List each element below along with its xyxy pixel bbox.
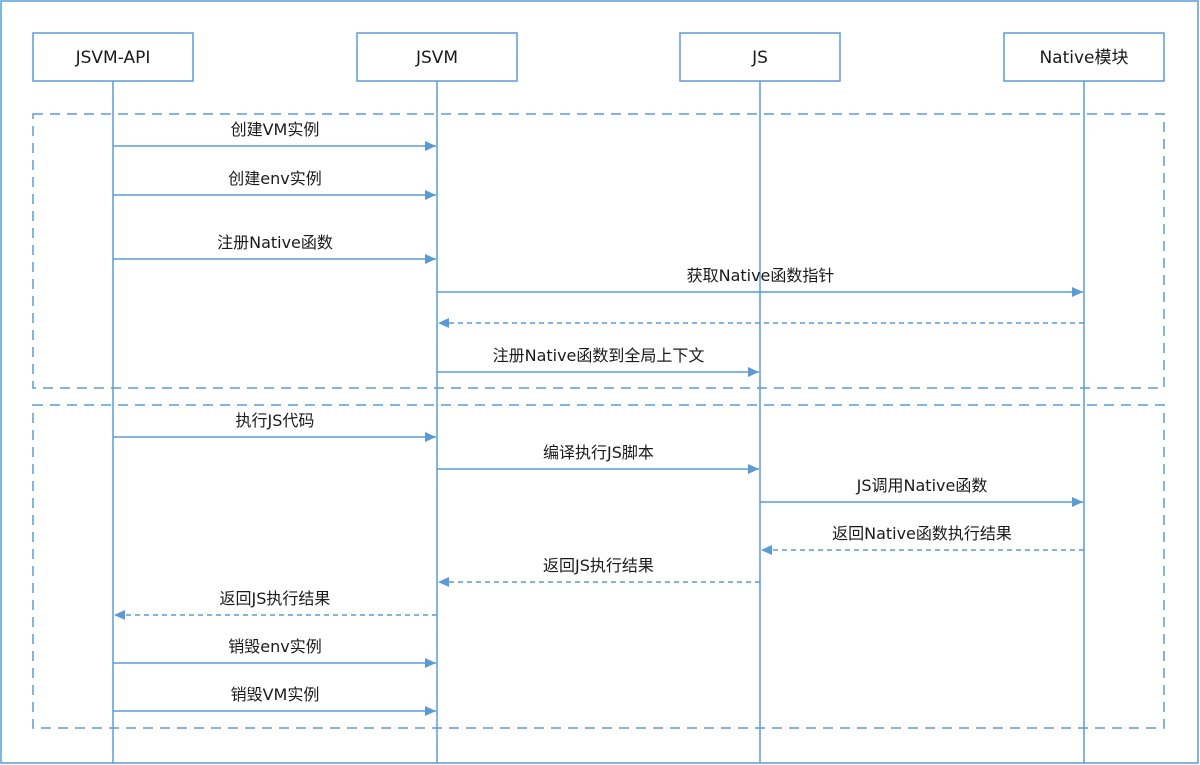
message: 执行JS代码 bbox=[113, 411, 436, 442]
message-label: 返回Native函数执行结果 bbox=[832, 524, 1012, 543]
message-label: 注册Native函数到全局上下文 bbox=[493, 346, 705, 365]
execute-group bbox=[32, 404, 1165, 729]
message: 注册Native函数到全局上下文 bbox=[437, 346, 759, 377]
message-label: 返回JS执行结果 bbox=[220, 589, 331, 608]
message: 返回JS执行结果 bbox=[438, 556, 760, 587]
message: 编译执行JS脚本 bbox=[437, 443, 759, 474]
message-label: 销毁env实例 bbox=[228, 637, 321, 656]
participant-native-module: Native模块 bbox=[1003, 32, 1165, 82]
message-label: 返回JS执行结果 bbox=[543, 556, 654, 575]
message: JS调用Native函数 bbox=[760, 476, 1083, 507]
participant-label: JSVM-API bbox=[75, 48, 151, 68]
message-label: 编译执行JS脚本 bbox=[543, 443, 654, 462]
message: 销毁env实例 bbox=[113, 637, 436, 668]
message-label: 销毁VM实例 bbox=[231, 685, 320, 704]
participant-box bbox=[1003, 32, 1165, 82]
participant-label: Native模块 bbox=[1039, 48, 1128, 68]
participant-jsvm: JSVM bbox=[356, 32, 518, 82]
setup-group bbox=[32, 113, 1165, 389]
message: 返回Native函数执行结果 bbox=[761, 524, 1084, 555]
message: 创建VM实例 bbox=[113, 120, 436, 151]
participant-label: JSVM bbox=[415, 48, 458, 68]
message: 创建env实例 bbox=[113, 169, 436, 200]
message-label: JS调用Native函数 bbox=[856, 476, 988, 495]
participant-box bbox=[32, 32, 194, 82]
message-label: 注册Native函数 bbox=[217, 233, 333, 252]
message: 获取Native函数指针 bbox=[437, 266, 1083, 297]
message-label: 创建VM实例 bbox=[231, 120, 320, 139]
participant-box bbox=[679, 32, 841, 82]
participant-box bbox=[356, 32, 518, 82]
message: 销毁VM实例 bbox=[113, 685, 436, 716]
participant-jsvm-api: JSVM-API bbox=[32, 32, 194, 82]
message-label: 创建env实例 bbox=[228, 169, 321, 188]
message: 返回JS执行结果 bbox=[114, 589, 437, 620]
message-label: 获取Native函数指针 bbox=[687, 266, 835, 285]
participant-label: JS bbox=[751, 48, 768, 68]
message: 注册Native函数 bbox=[113, 233, 436, 264]
participant-js: JS bbox=[679, 32, 841, 82]
message-label: 执行JS代码 bbox=[236, 411, 315, 430]
